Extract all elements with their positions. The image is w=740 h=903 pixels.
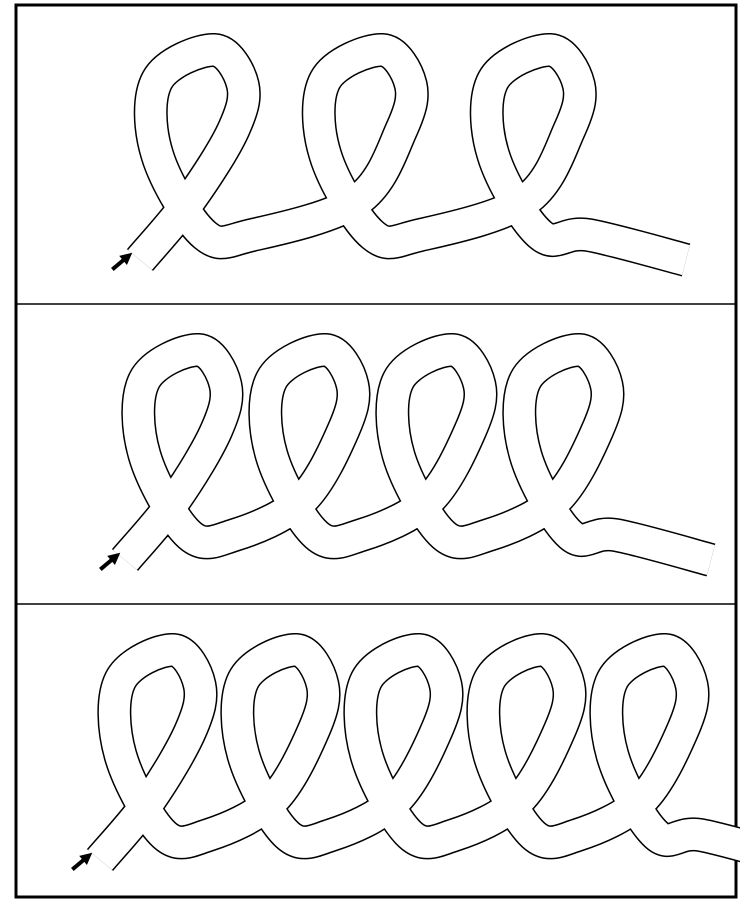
knot-figure [0, 0, 740, 903]
